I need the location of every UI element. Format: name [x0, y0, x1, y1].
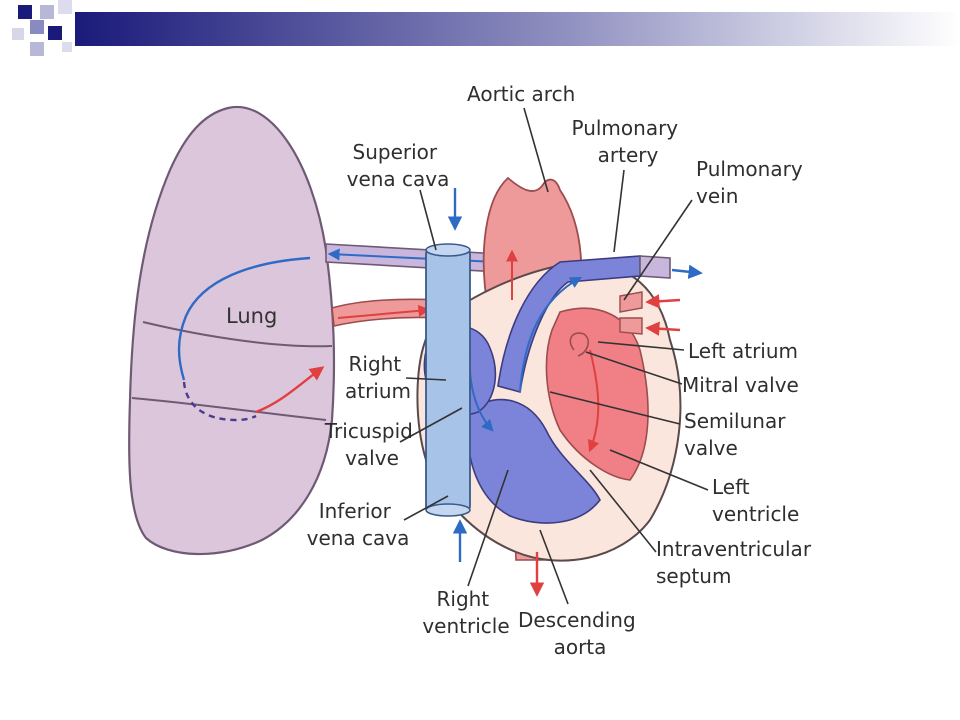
label-superior-vena-cava-line1: Superior: [353, 140, 438, 164]
label-right-ventricle-line1: Right: [436, 587, 489, 611]
lung-red-flow: [255, 366, 325, 414]
label-right-atrium-line2: atrium: [345, 379, 411, 403]
pulmonary-artery-outflow-arrow: [671, 264, 703, 279]
label-descending-aorta-line2: aorta: [554, 635, 607, 659]
leader-mitral-valve: [585, 351, 683, 385]
label-right-ventricle-line2: ventricle: [422, 614, 509, 638]
vena-cava-top: [425, 243, 471, 257]
lung-dashed-flow: [182, 381, 257, 422]
leader-inferior-vena-cava: [403, 495, 449, 521]
header-square: [48, 26, 62, 40]
label-pulmonary-artery: Pulmonary artery: [571, 116, 684, 167]
lung: Lung: [128, 105, 336, 556]
label-tricuspid-valve: Tricuspid valve: [324, 419, 419, 470]
label-right-atrium: Right atrium: [345, 352, 411, 403]
header-square: [30, 20, 44, 34]
lung-fissure-upper: [142, 321, 333, 348]
lung-fissure-lower: [131, 397, 327, 421]
label-pulmonary-vein: Pulmonary vein: [696, 157, 809, 208]
header-decoration: [12, 0, 960, 56]
pulmonary-vein-lower: [619, 317, 643, 335]
label-left-ventricle-line2: ventricle: [712, 502, 799, 526]
header-square: [18, 5, 32, 19]
label-semilunar-valve: Semilunar valve: [684, 409, 792, 460]
label-tricuspid-valve-line1: Tricuspid: [324, 419, 413, 443]
pulmonary-vein-from-lung: [331, 298, 441, 327]
label-right-atrium-line1: Right: [348, 352, 401, 376]
label-left-ventricle: Left ventricle: [712, 475, 799, 526]
lung-body: [128, 105, 336, 556]
label-pulmonary-vein-line2: vein: [696, 184, 738, 208]
label-inferior-vena-cava-line2: vena cava: [307, 526, 410, 550]
pulmonary-vein-inflow-arrow-upper: [645, 294, 681, 309]
leader-superior-vena-cava: [419, 189, 437, 251]
label-pulmonary-vein-line1: Pulmonary: [696, 157, 803, 181]
external-flow-arrows: [447, 188, 703, 597]
label-tricuspid-valve-line2: valve: [345, 446, 399, 470]
vena-cava: [425, 243, 471, 517]
leader-descending-aorta: [539, 529, 569, 605]
lung-blue-flow: [177, 256, 311, 381]
header-square: [62, 42, 72, 52]
leader-left-ventricle: [609, 449, 709, 491]
label-intraventricular-septum-line2: septum: [656, 564, 731, 588]
label-pulmonary-artery-line1: Pulmonary: [571, 116, 678, 140]
label-lung: Lung: [226, 304, 277, 328]
leader-right-ventricle: [467, 469, 509, 587]
pulmonary-vein-red-flow: [337, 304, 431, 319]
leader-pulmonary-artery: [613, 169, 625, 253]
label-aortic-arch: Aortic arch: [467, 82, 575, 106]
label-superior-vena-cava: Superior vena cava: [347, 140, 450, 191]
mitral-valve-shape: [569, 332, 590, 357]
leader-aortic-arch: [523, 107, 549, 193]
leader-right-atrium: [405, 377, 447, 381]
label-intraventricular-septum-line1: Intraventricular: [656, 537, 812, 561]
header-square: [40, 5, 54, 19]
label-inferior-vena-cava: Inferior vena cava: [307, 499, 410, 550]
header-square: [58, 0, 72, 14]
header-gradient-bar: [75, 12, 960, 46]
label-left-ventricle-line1: Left: [712, 475, 750, 499]
header-square: [12, 28, 24, 40]
label-right-ventricle: Right ventricle: [422, 587, 509, 638]
leader-tricuspid-valve: [399, 407, 463, 443]
label-left-atrium: Left atrium: [688, 339, 798, 363]
label-mitral-valve: Mitral valve: [682, 373, 799, 397]
label-inferior-vena-cava-line1: Inferior: [319, 499, 392, 523]
labels: Aortic arch Pulmonary artery Pulmonary v…: [307, 82, 817, 659]
leader-pulmonary-vein: [623, 199, 693, 301]
leader-intraventricular-septum: [589, 469, 657, 553]
pulmonary-vein-upper: [619, 291, 643, 313]
label-semilunar-valve-line1: Semilunar: [684, 409, 786, 433]
label-superior-vena-cava-line2: vena cava: [347, 167, 450, 191]
leader-semilunar-valve: [549, 391, 681, 425]
label-descending-aorta-line1: Descending: [518, 608, 636, 632]
heart-blue-flow-up: [519, 276, 583, 393]
pulmonary-vein-inflow-arrow-lower: [645, 321, 681, 336]
label-pulmonary-artery-line2: artery: [598, 143, 659, 167]
label-semilunar-valve-line2: valve: [684, 436, 738, 460]
label-descending-aorta: Descending aorta: [518, 608, 642, 659]
label-intraventricular-septum: Intraventricular septum: [656, 537, 817, 588]
vena-cava-bottom: [425, 503, 471, 517]
leader-lines: [399, 107, 709, 605]
header-square: [30, 42, 44, 56]
pulmonary-artery-right-branch: [639, 255, 671, 279]
leader-left-atrium: [597, 341, 685, 351]
